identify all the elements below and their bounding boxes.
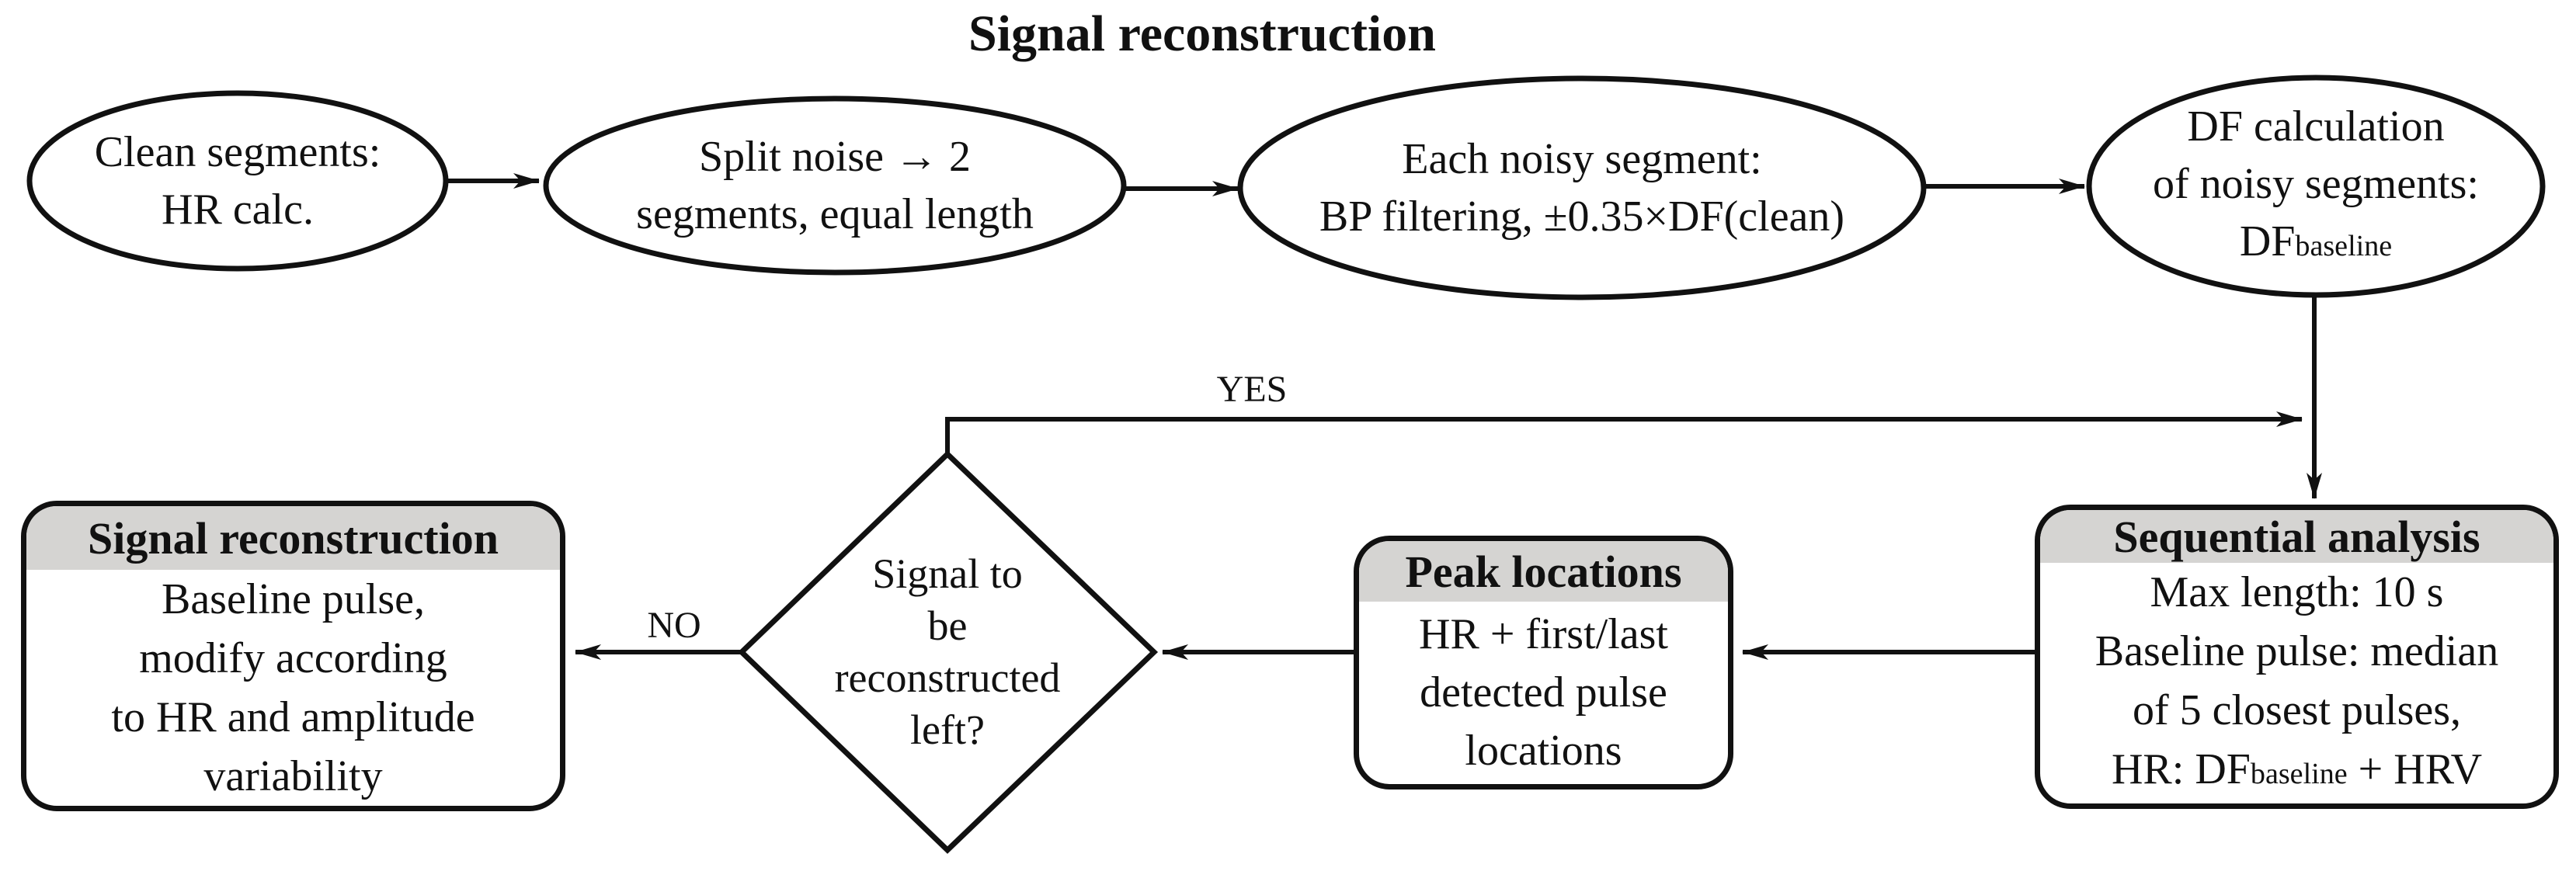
text-line: left? — [910, 706, 985, 753]
box-title: Sequential analysis — [2113, 511, 2480, 562]
box-header: Sequential analysis — [2040, 510, 2553, 563]
text-line: DFbaseline — [2239, 217, 2393, 265]
text-line: of 5 closest pulses, — [2132, 686, 2462, 734]
text-line: be — [927, 602, 968, 649]
box-header: Signal reconstruction — [26, 506, 560, 570]
edge-label-no: NO — [647, 605, 701, 646]
box-body: Max length: 10 s Baseline pulse: median … — [2040, 563, 2553, 803]
decision-diamond-label: Signal to be reconstructed left? — [777, 536, 1118, 769]
box-body: HR + first/last detected pulse locations — [1359, 602, 1728, 784]
text-line: Split noise → 2 — [698, 133, 972, 181]
box-title: Peak locations — [1405, 546, 1682, 597]
text-line: Signal to — [872, 550, 1023, 597]
box-header: Peak locations — [1359, 541, 1728, 602]
text-line: of noisy segments: — [2153, 160, 2479, 208]
decision-diamond — [737, 450, 1159, 854]
text-line: modify according — [139, 634, 447, 682]
ellipse-df-calculation — [2086, 75, 2546, 298]
text-line: Baseline pulse, — [161, 575, 426, 623]
box-body: Baseline pulse, modify according to HR a… — [26, 570, 560, 806]
text-line: locations — [1465, 727, 1622, 775]
ellipse-clean-segments-label: Clean segments: HR calc. — [30, 93, 446, 269]
text-line: BP filtering, ±0.35×DF(clean) — [1319, 193, 1845, 241]
text-line: Clean segments: — [94, 128, 381, 176]
text-line: reconstructed — [834, 654, 1061, 701]
text-line: Max length: 10 s — [2150, 568, 2444, 616]
ellipse-clean-segments — [26, 90, 449, 272]
ellipse-noisy-filtering — [1237, 75, 1927, 300]
text-line: HR + first/last — [1419, 610, 1668, 658]
text-line: Baseline pulse: median — [2095, 627, 2499, 675]
edge-label-yes: YES — [1216, 369, 1288, 410]
text-line: detected pulse — [1420, 668, 1667, 717]
text-line: to HR and amplitude — [111, 693, 475, 741]
text-line: HR calc. — [162, 186, 314, 234]
box-sequential-analysis: Sequential analysis Max length: 10 s Bas… — [2035, 505, 2559, 809]
text-line: Each noisy segment: — [1402, 135, 1762, 183]
arrow-yes-loop — [945, 411, 2303, 454]
ellipse-df-calculation-label: DF calculation of noisy segments: DFbase… — [2089, 78, 2543, 295]
ellipse-noisy-filtering-label: Each noisy segment: BP filtering, ±0.35×… — [1240, 78, 1924, 297]
text-line: DF calculation — [2187, 102, 2445, 151]
box-peak-locations: Peak locations HR + first/last detected … — [1354, 536, 1733, 790]
text-line: segments, equal length — [636, 190, 1034, 238]
diagram-title: Signal reconstruction — [968, 5, 1436, 62]
ellipse-split-noise — [543, 95, 1127, 276]
text-line: variability — [203, 752, 383, 800]
text-line: HR: DFbaseline + HRV — [2111, 745, 2483, 793]
box-signal-reconstruction: Signal reconstruction Baseline pulse, mo… — [21, 501, 565, 811]
box-title: Signal reconstruction — [88, 512, 499, 564]
ellipse-split-noise-label: Split noise → 2 segments, equal length — [546, 99, 1124, 272]
